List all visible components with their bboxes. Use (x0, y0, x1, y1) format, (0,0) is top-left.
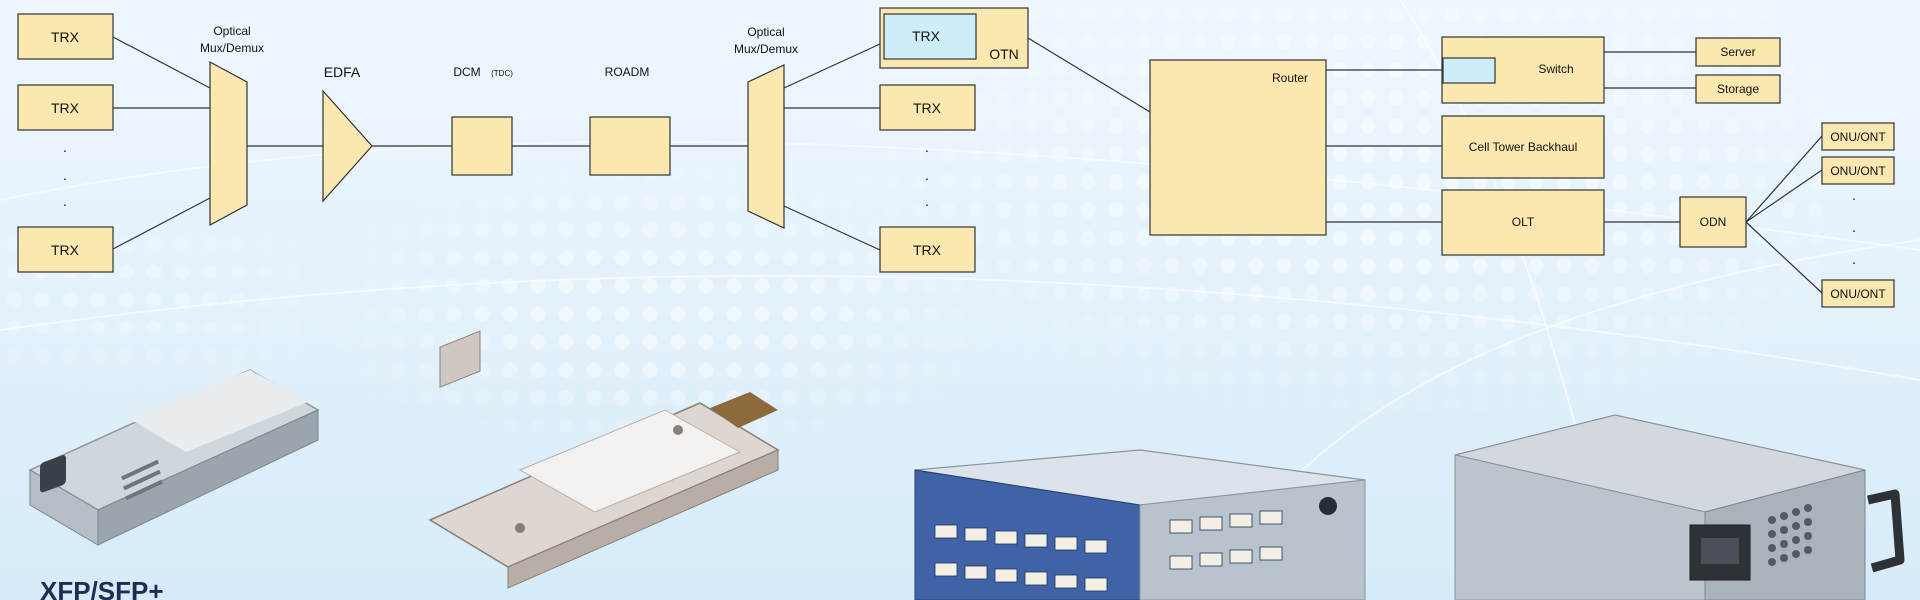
optical-mux-left: Optical Mux/Demux (200, 24, 264, 227)
svg-text:.: . (63, 193, 67, 209)
svg-text:EDFA: EDFA (324, 64, 361, 80)
wire (112, 36, 211, 89)
wire (783, 205, 881, 251)
ellipsis-left: . . . (63, 139, 67, 209)
sfp-port (40, 455, 66, 493)
ellipsis-right: . . . (925, 139, 929, 209)
svg-text:.: . (1852, 187, 1856, 203)
svg-text:Cell Tower Backhaul: Cell Tower Backhaul (1469, 140, 1578, 154)
svg-text:OTN: OTN (989, 46, 1019, 62)
svg-text:Mux/Demux: Mux/Demux (734, 42, 798, 56)
svg-text:TRX: TRX (912, 28, 941, 44)
power-supply-image (1454, 414, 1905, 600)
svg-text:ONU/ONT: ONU/ONT (1830, 287, 1886, 301)
svg-text:Optical: Optical (213, 24, 250, 38)
svg-text:.: . (925, 167, 929, 183)
svg-text:(TDC): (TDC) (491, 69, 513, 78)
svg-text:.: . (925, 193, 929, 209)
rack-mux-chassis-image (914, 449, 1366, 600)
svg-text:TRX: TRX (51, 242, 80, 258)
onu-ont-3: ONU/ONT (1821, 279, 1895, 308)
onu-ont-1: ONU/ONT (1821, 122, 1895, 151)
cell-tower-backhaul-box: Cell Tower Backhaul (1441, 115, 1605, 179)
edfa-amplifier: EDFA (322, 64, 373, 203)
trx-right-3: TRX (879, 226, 976, 273)
svg-text:.: . (1852, 251, 1856, 267)
wire (1745, 169, 1823, 223)
olt-box: OLT (1441, 189, 1605, 256)
svg-text:.: . (925, 139, 929, 155)
svg-text:ONU/ONT: ONU/ONT (1830, 164, 1886, 178)
psu-handle (1867, 489, 1905, 573)
xfp-connector (710, 392, 778, 428)
rack-knob (1319, 497, 1337, 515)
background-dot-pattern (300, 160, 1020, 460)
router-box: Router (1149, 59, 1327, 236)
wire (1745, 135, 1823, 223)
onu-ont-2: ONU/ONT (1821, 156, 1895, 185)
wire (783, 43, 881, 89)
svg-text:Mux/Demux: Mux/Demux (200, 41, 264, 55)
wire (1745, 221, 1823, 294)
svg-text:DCM: DCM (453, 65, 480, 79)
svg-text:ONU/ONT: ONU/ONT (1830, 130, 1886, 144)
svg-text:Router: Router (1272, 71, 1308, 85)
storage-box: Storage (1695, 74, 1781, 104)
product-caption: XFP/SFP+ (40, 576, 164, 600)
optical-demux-right: Optical Mux/Demux (734, 25, 798, 229)
svg-text:ODN: ODN (1700, 215, 1727, 229)
trx-left-2: TRX (17, 84, 114, 131)
otn-box: TRX OTN (879, 7, 1029, 69)
server-box: Server (1695, 37, 1781, 67)
switch-port-highlight (1442, 57, 1496, 84)
switch-box: Switch (1441, 36, 1605, 104)
dcm-box: DCM (TDC) (451, 65, 513, 176)
svg-text:Switch: Switch (1538, 62, 1573, 76)
svg-text:.: . (63, 139, 67, 155)
wire (1027, 37, 1151, 113)
svg-text:TRX: TRX (51, 100, 80, 116)
svg-text:ROADM: ROADM (605, 65, 650, 79)
sfp-module-image (28, 369, 320, 546)
vent-grille (1768, 504, 1812, 566)
svg-text:TRX: TRX (913, 100, 942, 116)
wire (112, 197, 211, 250)
svg-text:Optical: Optical (747, 25, 784, 39)
svg-text:OLT: OLT (1512, 215, 1535, 229)
roadm-box: ROADM (589, 65, 671, 176)
svg-text:Storage: Storage (1717, 82, 1759, 96)
svg-text:.: . (1852, 219, 1856, 235)
svg-text:.: . (63, 167, 67, 183)
trx-highlighted (883, 13, 977, 60)
svg-text:TRX: TRX (913, 242, 942, 258)
ellipsis-onu: . . . (1852, 187, 1856, 267)
trx-left-1: TRX (17, 13, 114, 60)
xfp-module-image (428, 330, 780, 589)
svg-text:Server: Server (1720, 45, 1755, 59)
svg-text:TRX: TRX (51, 29, 80, 45)
odn-box: ODN (1679, 196, 1747, 248)
trx-left-3: TRX (17, 226, 114, 273)
trx-right-2: TRX (879, 84, 976, 131)
